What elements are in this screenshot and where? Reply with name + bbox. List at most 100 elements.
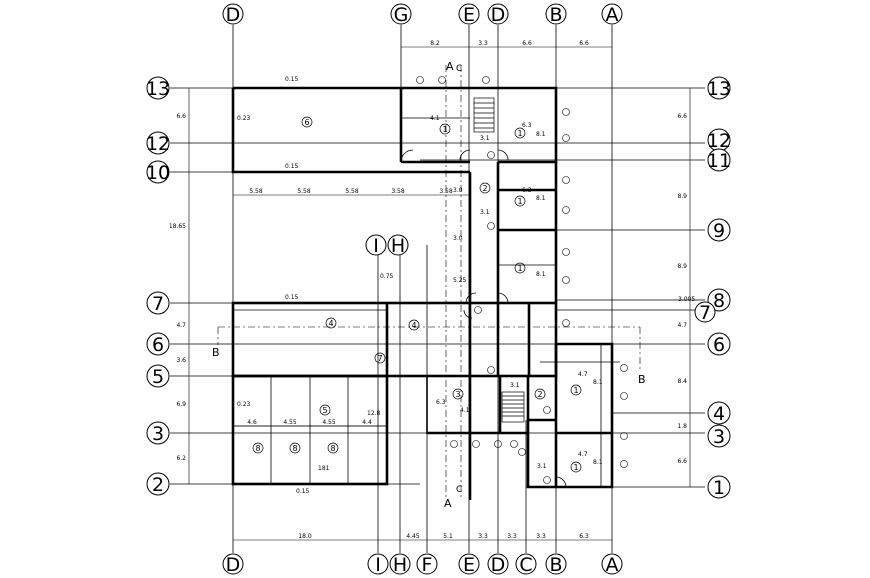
room-tag: 8 <box>327 442 339 454</box>
room-tag: 8 <box>252 442 264 454</box>
bottom-grid-bubble: F <box>416 553 438 576</box>
interior-partitions <box>233 117 620 487</box>
top-grid-bubble: D <box>487 3 509 26</box>
room-tag: 7 <box>374 352 386 364</box>
left-grid-bubble: 13 <box>146 76 170 100</box>
right-grid-bubble: 1 <box>707 475 731 499</box>
dimension-label: 4.7 <box>176 322 186 329</box>
room-number: 7 <box>377 354 382 363</box>
grid-letter: H <box>393 554 407 576</box>
grid-number: 10 <box>146 162 170 184</box>
dimension-label: 5.58 <box>345 188 359 195</box>
grid-number: 6 <box>713 334 725 356</box>
section-marker-c: C <box>456 64 462 74</box>
grid-number: 11 <box>707 150 731 172</box>
grid-number: 12 <box>707 130 731 152</box>
misc-labels: 0.15 0.15 0.15 0.15 0.23 0.23 181 12.8 3… <box>237 76 695 495</box>
room-tags: 6 1 1 1 1 2 3 4 4 5 8 8 8 7 2 1 1 1 <box>252 116 582 473</box>
door-swings <box>400 149 567 488</box>
right-grid-bubble: 12 <box>707 128 731 152</box>
dimension-label: 5.58 <box>249 188 263 195</box>
top-dimensions: 8.2 3.3 6.6 6.6 <box>430 40 589 47</box>
middle-grid-letters: I H <box>365 234 409 257</box>
wall-thickness-label: 0.15 <box>285 76 299 83</box>
grid-letter: A <box>606 4 619 26</box>
dimension-label: 3.58 <box>439 188 453 195</box>
dimension-label: 4.55 <box>283 419 297 426</box>
grid-letter: D <box>491 4 506 26</box>
dimension-label: 3.0 <box>453 235 463 242</box>
dimension-label: 4.7 <box>578 451 588 458</box>
room-number: 1 <box>573 463 578 472</box>
room-number: 1 <box>573 386 578 395</box>
dimension-label: 3.58 <box>391 188 405 195</box>
right-grid-bubble: 13 <box>707 76 731 100</box>
dimension-label: 3.0 <box>453 187 463 194</box>
stair-upper <box>473 97 495 133</box>
room-tag: 2 <box>534 388 546 400</box>
grid-letter: D <box>226 4 241 26</box>
room-number: 4 <box>411 321 416 330</box>
dimension-label: 6.2 <box>176 455 186 462</box>
wall-thickness-label: 0.15 <box>285 294 299 301</box>
dimension-label: 8.9 <box>677 193 687 200</box>
grid-letter: E <box>463 4 475 26</box>
grid-letter: H <box>391 235 405 257</box>
grid-letter: I <box>373 235 379 257</box>
grid-number: 7 <box>699 302 711 324</box>
dimension-label: 5.25 <box>453 277 467 284</box>
dimension-label: 3.1 <box>537 463 547 470</box>
room-tag: 4 <box>408 319 420 331</box>
dimension-label: 0.75 <box>380 273 394 280</box>
grid-letter: E <box>463 554 475 576</box>
dimension-label: 6.6 <box>176 113 186 120</box>
dimension-label: 3.3 <box>478 40 488 47</box>
stair-lower <box>501 391 525 423</box>
dimension-label: 8.1 <box>536 195 546 202</box>
middle-grid-bubble: I <box>365 234 387 257</box>
dimension-label: 6.9 <box>176 401 186 408</box>
grid-letter: I <box>375 554 381 576</box>
room-number: 2 <box>537 390 542 399</box>
left-grid-bubble: 5 <box>146 364 170 388</box>
dimension-label: 181 <box>318 465 330 472</box>
section-marker-a: A <box>444 497 452 510</box>
dimension-label: 6.6 <box>522 40 532 47</box>
left-grid-numbers: 13 12 10 7 6 5 3 2 <box>146 76 170 496</box>
dimension-label: 5.1 <box>443 533 453 540</box>
left-dimensions: 6.6 18.65 4.7 3.6 6.9 6.2 <box>169 113 186 462</box>
right-grid-bubble: 7 <box>694 301 716 324</box>
dimension-label: 3.3 <box>507 533 517 540</box>
dimension-label: 12.8 <box>367 410 381 417</box>
grid-number: 13 <box>146 78 170 100</box>
left-grid-bubble: 7 <box>146 291 170 315</box>
fixture-symbols <box>416 76 628 484</box>
left-grid-bubble: 6 <box>146 332 170 356</box>
top-grid-bubble: A <box>601 3 623 26</box>
dimension-label: 5.58 <box>297 188 311 195</box>
horizontal-grid-lines <box>170 87 705 488</box>
room-number: 1 <box>517 197 522 206</box>
dimension-label: 4.55 <box>322 419 336 426</box>
grid-number: 4 <box>713 403 725 425</box>
room-tag: 1 <box>573 424 578 433</box>
grid-letter: F <box>422 554 433 576</box>
grid-number: 3 <box>152 423 164 445</box>
row-dimensions: 5.58 5.58 5.58 3.58 3.58 <box>249 188 453 195</box>
dimension-label: 3.1 <box>480 135 490 142</box>
dimension-label: 6.3 <box>579 533 589 540</box>
grid-number: 5 <box>152 366 164 388</box>
grid-number: 8 <box>713 290 725 312</box>
dimension-label: 4.1 <box>460 407 470 414</box>
dimension-label: 6.6 <box>677 458 687 465</box>
top-grid-letters: D G E D B A <box>222 3 623 26</box>
bottom-grid-bubble: H <box>389 553 411 576</box>
dimension-label: 8.1 <box>593 459 603 466</box>
bay-dimensions: 4.6 4.55 4.55 4.4 <box>247 419 372 426</box>
bottom-grid-bubble: D <box>222 553 244 576</box>
room-tag: 1 <box>439 123 451 135</box>
top-grid-bubble: B <box>545 3 567 26</box>
middle-grid-bubble: H <box>387 234 409 257</box>
top-grid-bubble: G <box>390 3 412 26</box>
grid-number: 6 <box>152 334 164 356</box>
